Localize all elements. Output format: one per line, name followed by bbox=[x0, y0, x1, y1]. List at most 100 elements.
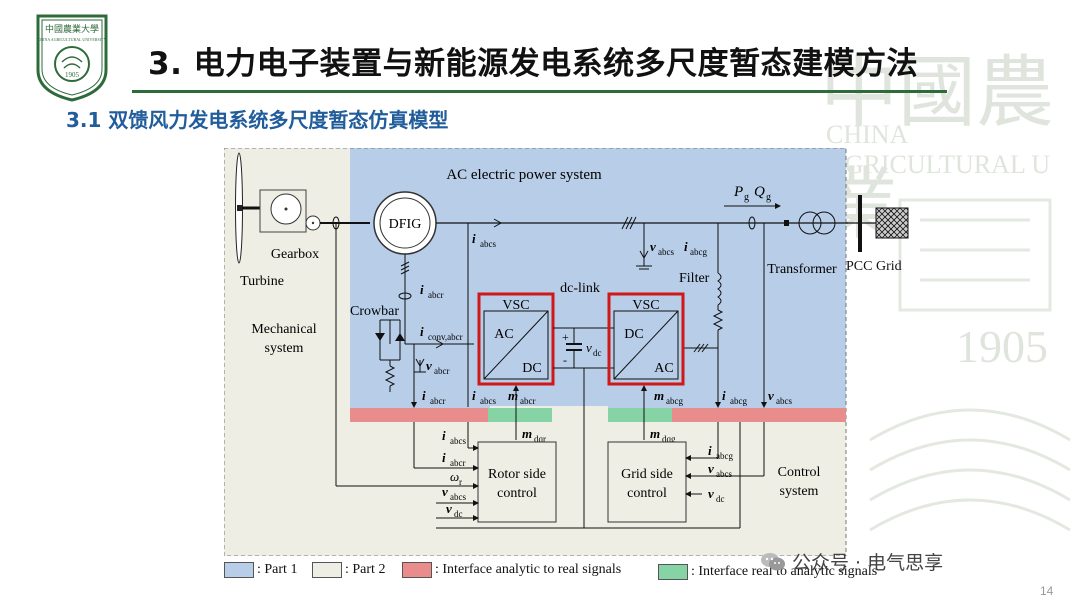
svg-text:abcr: abcr bbox=[450, 458, 466, 468]
svg-text:dqg: dqg bbox=[662, 434, 676, 444]
svg-text:v: v bbox=[446, 501, 452, 516]
svg-text:v: v bbox=[708, 461, 714, 476]
svg-text:P: P bbox=[733, 184, 743, 200]
wechat-account-tag: 公众号 · 电气思享 bbox=[760, 548, 943, 575]
legend-part2: : Part 2 bbox=[312, 562, 385, 578]
svg-text:g: g bbox=[744, 192, 749, 203]
watermark-year: 1905 bbox=[956, 321, 1048, 372]
svg-text:dc: dc bbox=[454, 509, 463, 519]
svg-text:+: + bbox=[562, 330, 569, 344]
interface-a2r-bar-1 bbox=[350, 408, 488, 422]
svg-text:abcs: abcs bbox=[450, 492, 466, 502]
svg-text:DC: DC bbox=[624, 327, 643, 342]
page-number: 14 bbox=[1040, 584, 1054, 598]
svg-text:system: system bbox=[265, 341, 304, 356]
svg-text:m: m bbox=[650, 426, 660, 441]
dc-link-label: dc-link bbox=[560, 281, 600, 296]
filter-label: Filter bbox=[679, 271, 710, 286]
part1-region bbox=[350, 148, 846, 406]
svg-text:abcg: abcg bbox=[690, 247, 707, 257]
watermark-english: CHINA AGRICULTURAL U bbox=[826, 120, 1051, 179]
svg-text:control: control bbox=[627, 486, 667, 501]
svg-text:Q: Q bbox=[754, 184, 765, 200]
transformer-label: Transformer bbox=[767, 262, 837, 277]
grid-vsc-box bbox=[607, 292, 685, 386]
svg-text:i: i bbox=[422, 388, 426, 403]
control-system-label: Control bbox=[778, 465, 821, 480]
svg-text:m: m bbox=[508, 388, 518, 403]
svg-text:VSC: VSC bbox=[632, 298, 659, 313]
legend-swatch-r2a bbox=[658, 564, 688, 580]
interface-r2a-bar-1 bbox=[488, 408, 552, 422]
svg-text:ω: ω bbox=[450, 469, 459, 484]
svg-text:abcs: abcs bbox=[776, 396, 792, 406]
svg-text:i: i bbox=[722, 388, 726, 403]
pcc-grid-area bbox=[846, 195, 909, 252]
legend-swatch-part2 bbox=[312, 562, 342, 578]
mechanical-system-label: Mechanical bbox=[251, 322, 316, 337]
svg-text:VSC: VSC bbox=[502, 298, 529, 313]
legend-interface-r2a: : Interface real to analytic signals bbox=[658, 564, 877, 580]
interface-r2a-bar-2 bbox=[608, 408, 672, 422]
logo-ring-text: CHINA AGRICULTURAL UNIVERSITY bbox=[38, 37, 107, 42]
svg-text:v: v bbox=[708, 486, 714, 501]
svg-text:i: i bbox=[442, 428, 446, 443]
svg-text:v: v bbox=[650, 239, 656, 254]
svg-text:abcr: abcr bbox=[430, 396, 446, 406]
turbine-icon bbox=[235, 152, 243, 264]
svg-text:i: i bbox=[684, 239, 688, 254]
svg-text:AC: AC bbox=[654, 361, 673, 376]
svg-text:system: system bbox=[780, 484, 819, 499]
svg-text:abcg: abcg bbox=[716, 451, 733, 461]
gearbox-label: Gearbox bbox=[271, 247, 319, 262]
rotor-side-control-box bbox=[477, 441, 557, 523]
wechat-label: 公众号 · 电气思享 bbox=[792, 552, 944, 574]
svg-text:control: control bbox=[497, 486, 537, 501]
svg-text:AC: AC bbox=[494, 327, 513, 342]
svg-text:v: v bbox=[586, 340, 592, 355]
svg-text:dqr: dqr bbox=[534, 434, 546, 444]
legend-part1: : Part 1 bbox=[224, 562, 297, 578]
rotor-vsc-box bbox=[477, 292, 555, 386]
legend-swatch-part1 bbox=[224, 562, 254, 578]
svg-text:dc: dc bbox=[593, 348, 602, 358]
university-logo: 中國農業大學 CHINA AGRICULTURAL UNIVERSITY 190… bbox=[36, 14, 108, 102]
crowbar-label: Crowbar bbox=[350, 304, 399, 319]
svg-text:Grid side: Grid side bbox=[621, 467, 673, 482]
ac-system-label: AC electric power system bbox=[446, 167, 602, 183]
svg-text:i: i bbox=[472, 231, 476, 246]
title-rule bbox=[132, 90, 947, 93]
turbine-label: Turbine bbox=[240, 274, 284, 289]
pcc-label: PCC Grid bbox=[846, 259, 902, 274]
svg-text:abcr: abcr bbox=[520, 396, 536, 406]
transformer-icon bbox=[798, 211, 822, 235]
svg-text:abcs: abcs bbox=[716, 469, 732, 479]
svg-text:abcg: abcg bbox=[666, 396, 683, 406]
svg-text:abcs: abcs bbox=[658, 247, 674, 257]
grid-label: Grid bbox=[875, 259, 902, 274]
svg-text:Rotor side: Rotor side bbox=[488, 467, 546, 482]
dfig-system-diagram: AC electric power system Turbine Gearbox… bbox=[224, 148, 848, 556]
svg-text:abcg: abcg bbox=[730, 396, 747, 406]
svg-text:i: i bbox=[420, 324, 424, 339]
svg-text:abcs: abcs bbox=[480, 396, 496, 406]
svg-text:DC: DC bbox=[522, 361, 541, 376]
svg-text:v: v bbox=[426, 358, 432, 373]
svg-text:-: - bbox=[563, 353, 567, 367]
svg-text:abcr: abcr bbox=[428, 290, 444, 300]
dfig-label: DFIG bbox=[389, 217, 422, 232]
watermark-emblem bbox=[869, 198, 1071, 532]
svg-text:abcs: abcs bbox=[450, 436, 466, 446]
svg-text:v: v bbox=[442, 484, 448, 499]
svg-text:m: m bbox=[522, 426, 532, 441]
slide-subtitle: 3.1 双馈风力发电系统多尺度暂态仿真模型 bbox=[66, 108, 449, 132]
svg-text:v: v bbox=[768, 388, 774, 403]
logo-text: 中國農業大學 bbox=[45, 23, 99, 34]
svg-text:i: i bbox=[420, 282, 424, 297]
legend-interface-a2r: : Interface analytic to real signals bbox=[402, 562, 621, 578]
legend-swatch-a2r bbox=[402, 562, 432, 578]
svg-text:i: i bbox=[472, 388, 476, 403]
svg-text:conv,abcr: conv,abcr bbox=[428, 332, 463, 342]
slide-title: 3. 电力电子装置与新能源发电系统多尺度暂态建模方法 bbox=[148, 46, 919, 82]
svg-text:m: m bbox=[654, 388, 664, 403]
